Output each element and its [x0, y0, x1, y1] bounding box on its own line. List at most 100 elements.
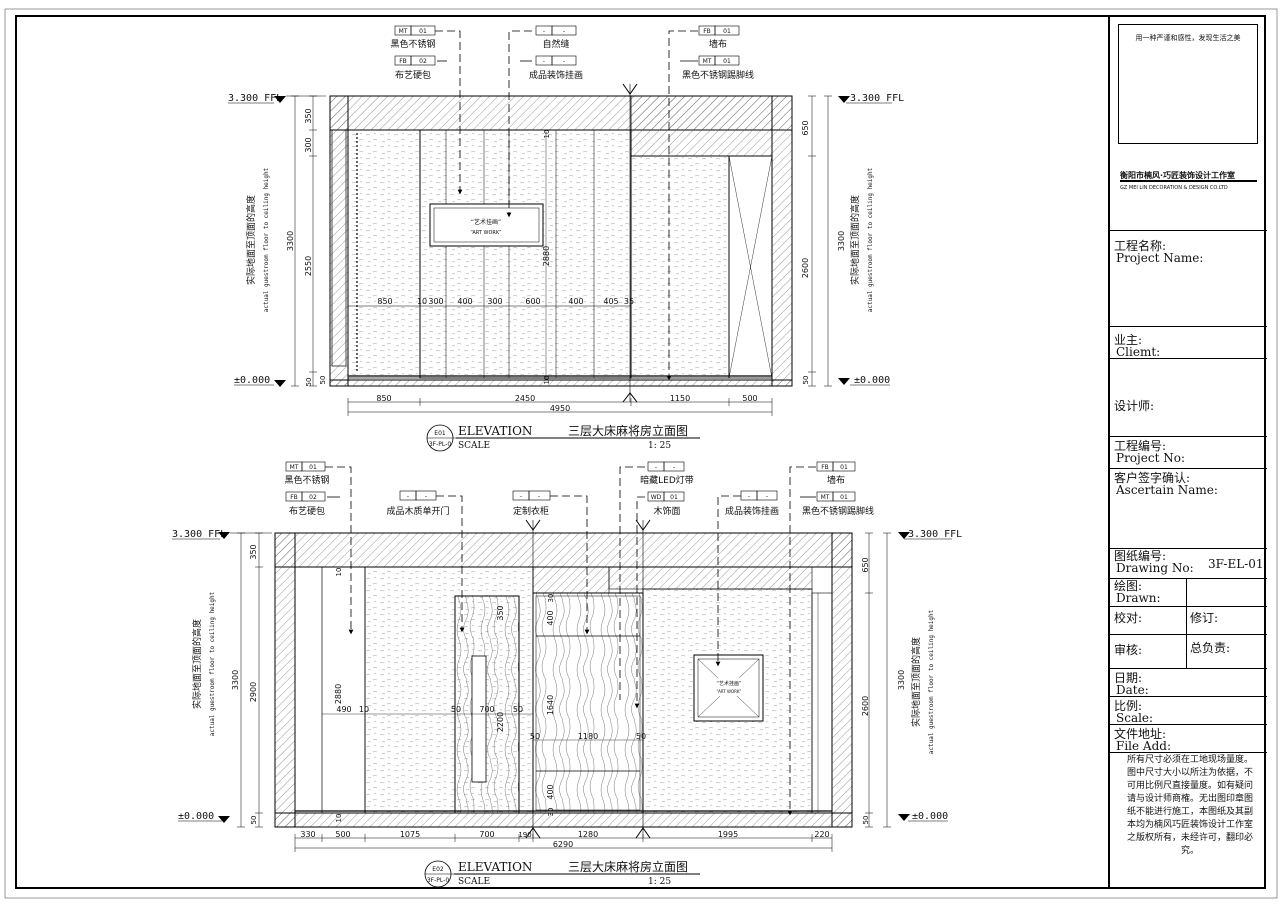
svg-text:黑色不锈钢: 黑色不锈钢: [284, 474, 329, 486]
ceiling-hatch-right: [630, 95, 773, 157]
wall-2-left-fabric: [294, 566, 366, 814]
dim-right-chain-2: [865, 532, 891, 828]
svg-text:三层大床麻将房立面图: 三层大床麻将房立面图: [568, 859, 688, 874]
section-cut-2a-top: [525, 519, 541, 531]
dim-2-bottom-500: 500: [335, 830, 350, 839]
right-door: [728, 155, 773, 379]
svg-text:-: -: [766, 493, 768, 500]
revise-label: 修订:: [1190, 611, 1219, 625]
inner-dim-405: 405: [603, 297, 618, 306]
svg-text:-: -: [563, 28, 565, 35]
wall-right: [771, 95, 793, 387]
svg-text:01: 01: [840, 464, 848, 471]
client-label-en: Cliemt:: [1116, 345, 1161, 359]
level-bottom-right: ±0.000: [838, 375, 890, 386]
svg-text:SCALE: SCALE: [458, 441, 490, 451]
file-label: 文件地址:: [1114, 727, 1167, 741]
side-label-en-left-2: actual guestroom floor to ceiling height: [209, 591, 216, 736]
dim-2-bottom-1995: 1995: [718, 830, 738, 839]
dim-right-650: 650: [801, 120, 810, 135]
svg-text:1: 25: 1: 25: [648, 877, 671, 887]
svg-text:墙布: 墙布: [827, 474, 845, 486]
check-row: 校对: 修订:: [1110, 606, 1267, 635]
svg-text:FB: FB: [703, 28, 711, 35]
wardrobe-inner: [535, 595, 641, 811]
ceiling-drop: [532, 566, 610, 594]
svg-text:三层大床麻将房立面图: 三层大床麻将房立面图: [568, 423, 688, 438]
dim-2-total-6290: 6290: [553, 840, 573, 849]
section-cut-2b-bot: [635, 827, 651, 839]
tag-2-mt01: MT 01 黑色不锈钢: [284, 461, 330, 486]
review-row: 审核: 总负责:: [1110, 634, 1267, 669]
side-label-cn-right: 实际地面至顶面的高度: [849, 195, 861, 285]
svg-text:02: 02: [419, 58, 427, 65]
inner-dim-35: 35: [624, 297, 634, 306]
floor-band: [329, 379, 793, 387]
drawing-no-label-en: Drawing No:: [1116, 561, 1194, 575]
dim-left-300: 300: [304, 137, 313, 152]
split-rule: [1186, 578, 1187, 668]
svg-text:01: 01: [419, 28, 427, 35]
inner-dim-600: 600: [525, 297, 540, 306]
svg-text:MT: MT: [821, 494, 830, 501]
level-top-right-2: 3.300 FFL: [898, 529, 962, 540]
ceiling-drop-right: [608, 566, 813, 590]
drawing-no-row: 图纸编号: Drawing No: 3F-EL-01: [1110, 548, 1267, 579]
company-rule: [1120, 180, 1257, 182]
designer-row: 设计师:: [1110, 358, 1267, 437]
inner-dim-2-50d: 50: [636, 732, 646, 741]
dim-right-50: 50: [802, 376, 810, 385]
svg-text:FB: FB: [821, 464, 829, 471]
svg-text:MT: MT: [703, 58, 712, 65]
tag-fb01-a: FB 01 墙布: [698, 25, 740, 50]
tag-artwork-a: - - 成品装饰挂画: [529, 55, 583, 81]
inner-dim-300b: 300: [487, 297, 502, 306]
client-row: 业主: Cliemt:: [1110, 326, 1267, 359]
svg-text:-: -: [673, 464, 675, 471]
inner-dim-2880: 2880: [542, 246, 551, 266]
svg-text:±0.000: ±0.000: [912, 811, 948, 822]
svg-text:1: 25: 1: 25: [648, 441, 671, 451]
drawing-no-value: 3F-EL-01: [1208, 557, 1264, 571]
dim-left-chain: [291, 95, 317, 387]
dim-2-right-50: 50: [862, 816, 870, 825]
center-panel: [419, 129, 632, 379]
title-block-rule: [1110, 230, 1267, 231]
tag-2-fb01: FB 01 墙布: [816, 461, 856, 486]
dim-right-2600: 2600: [801, 258, 810, 278]
artwork-2-inner: [697, 658, 760, 718]
fabric-panel-left: [347, 129, 421, 379]
scale-label-en: Scale:: [1116, 711, 1154, 725]
inner-dim-2-1640: 1640: [546, 695, 555, 715]
artwork-2-label-bg: [704, 678, 754, 696]
svg-text:-: -: [543, 28, 545, 35]
dim-2-bottom-330: 330: [300, 830, 315, 839]
dim-right-chain: [808, 95, 832, 387]
tag-mt01-skirting-a: MT 01 黑色不锈钢踢脚线: [682, 55, 754, 81]
drawing-no-label: 图纸编号:: [1114, 549, 1167, 563]
level-bottom-right-2: ±0.000: [898, 811, 948, 822]
wall-left-2: [274, 532, 296, 828]
wall-right-2: [831, 532, 853, 828]
svg-text:-: -: [748, 493, 750, 500]
level-bottom-left: ±0.000: [234, 375, 286, 387]
svg-text:E02: E02: [432, 866, 444, 873]
artwork-frame: [429, 203, 544, 247]
svg-text:FB: FB: [399, 58, 407, 65]
elevation-2: “艺术挂画” “ART WORK” MT 01 黑色不锈钢: [172, 461, 962, 888]
date-label-en: Date:: [1116, 683, 1149, 697]
svg-text:墙布: 墙布: [709, 38, 727, 50]
inner-dim-2-490: 490: [336, 705, 351, 714]
leaders-1: [435, 30, 698, 381]
ceiling-hatch-2: [274, 532, 853, 568]
tag-2-mt01-skirting: MT 01 黑色不锈钢踢脚线: [802, 491, 874, 517]
svg-text:ELEVATION: ELEVATION: [458, 424, 532, 438]
tag-2-led: - - 暗藏LED灯带: [640, 461, 694, 486]
company-name-en: GZ MEI LIN DECORATION & DESIGN CO.LTD: [1120, 185, 1228, 191]
dim-2-left-50: 50: [250, 816, 258, 825]
inner-dim-2-400b: 400: [546, 784, 555, 799]
ascertain-label-en: Ascertain Name:: [1116, 483, 1218, 497]
svg-text:成品装饰挂画: 成品装饰挂画: [529, 69, 583, 81]
inner-dim-10: 10: [417, 297, 427, 306]
dim-bottom-2450: 2450: [515, 394, 535, 403]
